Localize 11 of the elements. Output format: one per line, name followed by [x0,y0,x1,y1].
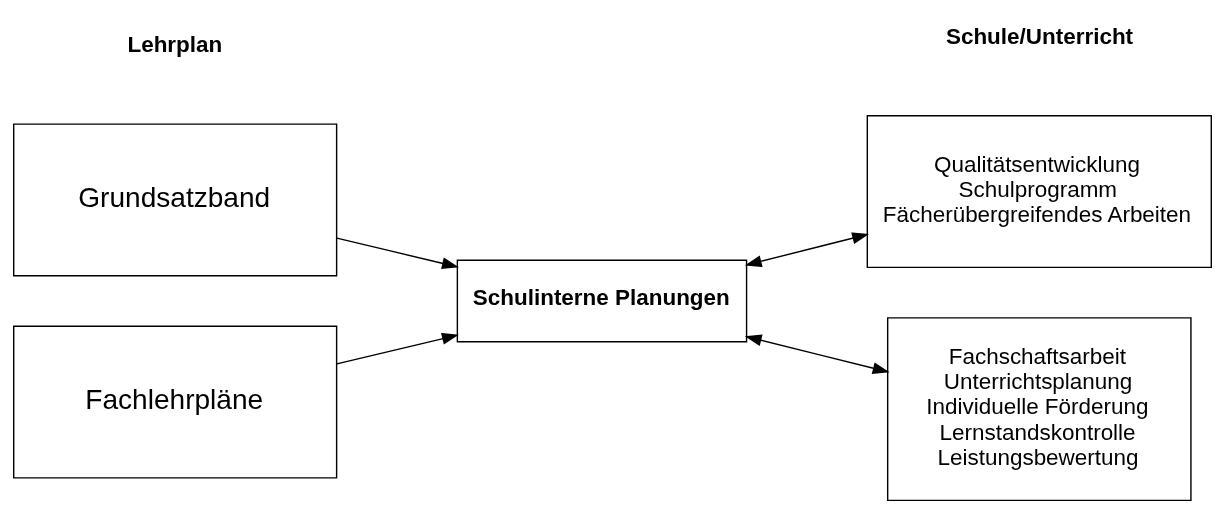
node-box: Qualitätsentwicklung Schulprogramm Fächerübergreifendes Arbeiten [866,115,1212,269]
label: Schule/Unterricht [945,23,1134,49]
node-box: Fachlehrpläne [13,325,338,479]
node-box: Schulinterne Planungen [456,259,748,343]
node-box: Grundsatzband [13,123,338,277]
arrow [744,334,890,374]
arrow [336,237,459,270]
arrow [336,333,459,365]
node-box: Fachschaftsarbeit Unterrichtsplanung Individuelle Förderung Lernstandskontrolle Leistungsbewertung [886,317,1192,502]
label: Lehrplan [127,32,223,58]
arrow [744,232,870,267]
